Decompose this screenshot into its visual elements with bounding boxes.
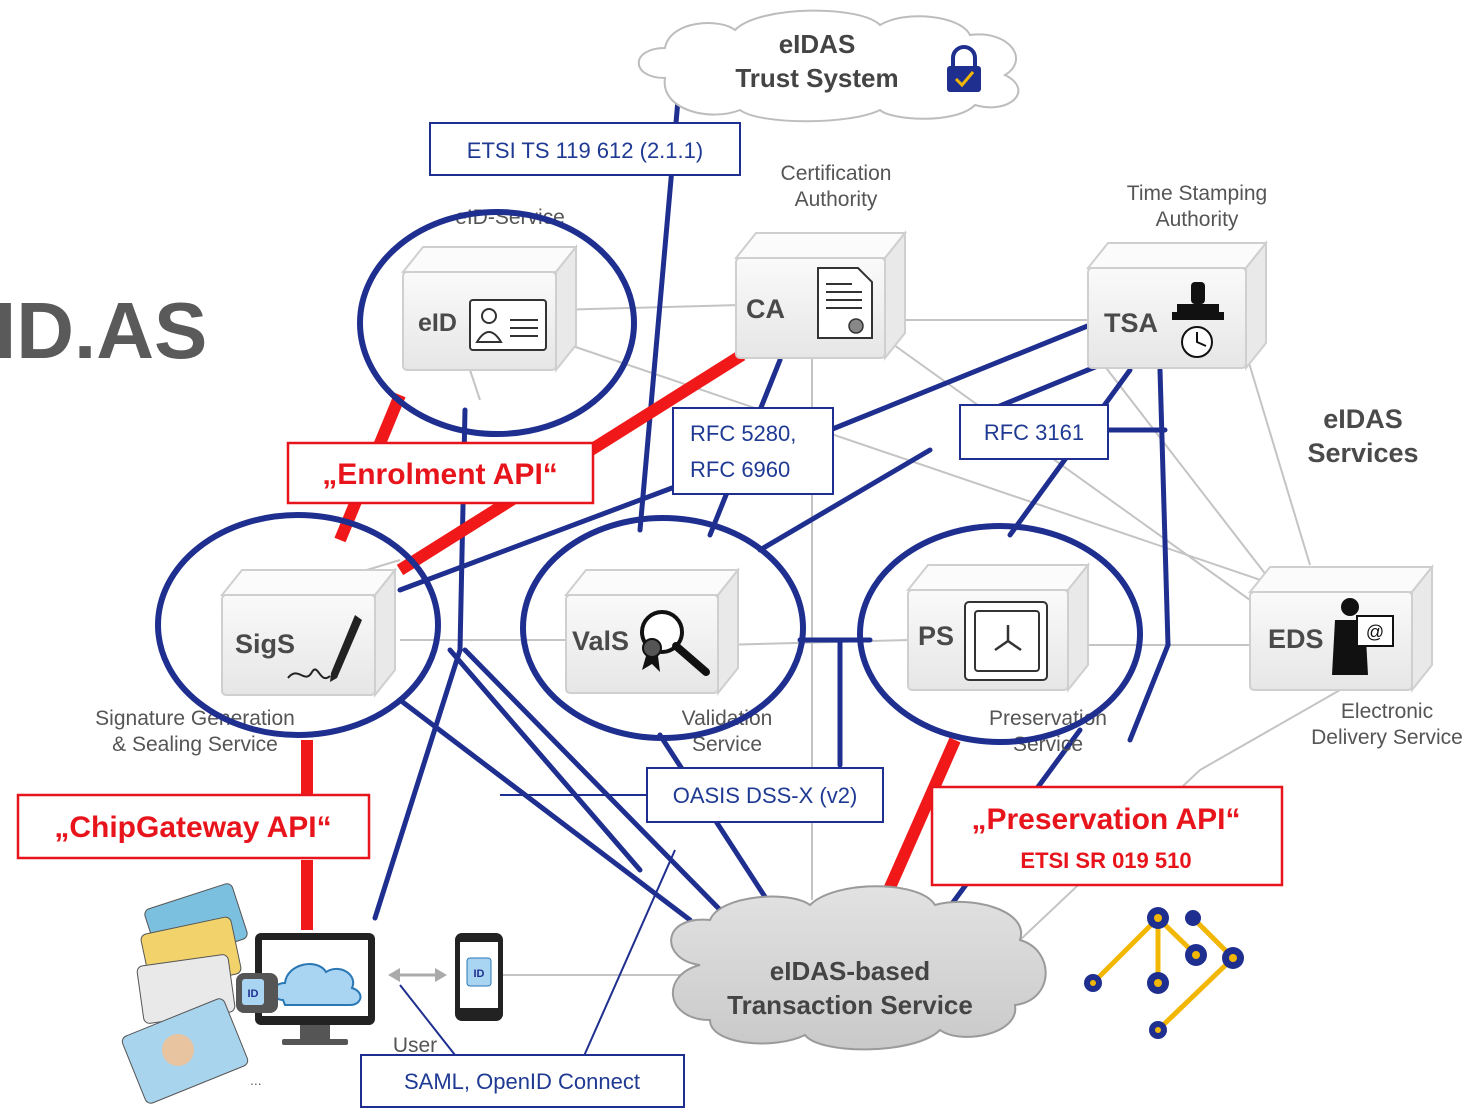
- ps-node-box: PS: [905, 562, 1091, 693]
- sigs-label-line1: Signature Generation: [95, 707, 295, 730]
- sigs-label-line2: & Sealing Service: [112, 733, 278, 756]
- safe-icon: [964, 601, 1048, 681]
- sigs-node-box: SigS: [219, 567, 398, 698]
- standard-etsi-612: ETSI TS 119 612 (2.1.1): [429, 122, 741, 176]
- preservation-api-subtext: ETSI SR 019 510: [1020, 848, 1191, 873]
- rfc-3161-text: RFC 3161: [984, 420, 1084, 445]
- magnifier-seal-icon: [640, 610, 710, 676]
- eidas-services-line2: Services: [1307, 438, 1418, 468]
- standard-oasis: OASIS DSS-X (v2): [646, 767, 884, 823]
- standard-rfc-3161: RFC 3161: [959, 404, 1109, 460]
- ca-node-code: CA: [746, 294, 785, 324]
- reader-badge-text: ID: [248, 988, 259, 1000]
- exchange-arrows-icon: [388, 968, 447, 982]
- eds-label-line1: Electronic: [1341, 700, 1433, 723]
- node-ellipses: [155, 209, 1143, 745]
- smartphone-icon: ID: [455, 933, 503, 1021]
- eds-node-box: EDS @: [1247, 564, 1435, 693]
- preservation-api-text: „Preservation API“: [972, 803, 1241, 836]
- chipgateway-api-box: „ChipGateway API“: [16, 793, 371, 860]
- sigs-node-code: SigS: [235, 629, 295, 659]
- eidas-logo-text: ID.AS: [0, 286, 207, 375]
- tsa-node-code: TSA: [1104, 308, 1158, 338]
- preservation-api-box: „Preservation API“ ETSI SR 019 510: [930, 785, 1284, 887]
- saml-text: SAML, OpenID Connect: [404, 1069, 640, 1094]
- tsa-label-line2: Authority: [1156, 208, 1239, 231]
- ca-label-line2: Authority: [795, 188, 878, 211]
- standard-saml: SAML, OpenID Connect: [360, 1054, 685, 1108]
- vals-node-code: ValS: [572, 626, 629, 656]
- enrolment-api-text: „Enrolment API“: [322, 458, 558, 491]
- rfc-5280-text: RFC 5280,: [690, 421, 796, 446]
- delivery-person-icon: @: [1332, 598, 1394, 675]
- certificate-icon: [817, 267, 873, 339]
- rfc-6960-text: RFC 6960: [690, 457, 790, 482]
- tsa-label-line1: Time Stamping: [1127, 182, 1267, 205]
- network-graph-icon: [1084, 907, 1244, 1039]
- eid-node-box: eID: [400, 244, 579, 373]
- node-labels: eID-Service Certification Authority Time…: [95, 162, 1463, 1057]
- thin-navy-connections: [399, 794, 676, 1066]
- svg-text:@: @: [1366, 622, 1384, 642]
- eds-node-code: EDS: [1268, 624, 1324, 654]
- transaction-service-cloud: eIDAS-based Transaction Service: [670, 885, 1047, 1051]
- user-label: User: [393, 1034, 437, 1057]
- cards-more-text: ...: [250, 1072, 262, 1088]
- ca-node-box: CA: [733, 230, 908, 361]
- computer-monitor-icon: [255, 933, 375, 1045]
- phone-badge-text: ID: [474, 968, 485, 980]
- standard-rfc-5280: RFC 5280, RFC 6960: [672, 407, 834, 495]
- eds-label-line2: Delivery Service: [1311, 726, 1463, 749]
- card-reader-icon: ID: [236, 973, 278, 1013]
- tsa-node-box: TSA: [1085, 240, 1269, 371]
- vals-label-line2: Service: [692, 733, 762, 756]
- id-cards-icon: ...: [121, 883, 262, 1104]
- pen-signature-icon: [287, 615, 362, 682]
- oasis-text: OASIS DSS-X (v2): [673, 783, 858, 808]
- enrolment-api-box: „Enrolment API“: [286, 441, 595, 505]
- transaction-title-line2: Transaction Service: [727, 990, 973, 1020]
- trust-system-cloud: eIDAS Trust System: [637, 9, 1020, 123]
- ps-node-code: PS: [918, 621, 954, 651]
- time-stamp-icon: [1172, 282, 1224, 358]
- id-card-icon: [469, 299, 547, 351]
- padlock-icon: [947, 45, 981, 92]
- eidas-services-line1: eIDAS: [1323, 404, 1403, 434]
- transaction-title-line1: eIDAS-based: [770, 956, 930, 986]
- trust-system-title-line1: eIDAS: [779, 29, 856, 59]
- trust-system-title-line2: Trust System: [735, 63, 898, 93]
- ca-label-line1: Certification: [781, 162, 892, 185]
- chipgateway-api-text: „ChipGateway API“: [54, 811, 331, 844]
- etsi-612-text: ETSI TS 119 612 (2.1.1): [467, 138, 703, 163]
- eid-node-code: eID: [418, 309, 457, 337]
- vals-node-box: ValS: [563, 567, 741, 696]
